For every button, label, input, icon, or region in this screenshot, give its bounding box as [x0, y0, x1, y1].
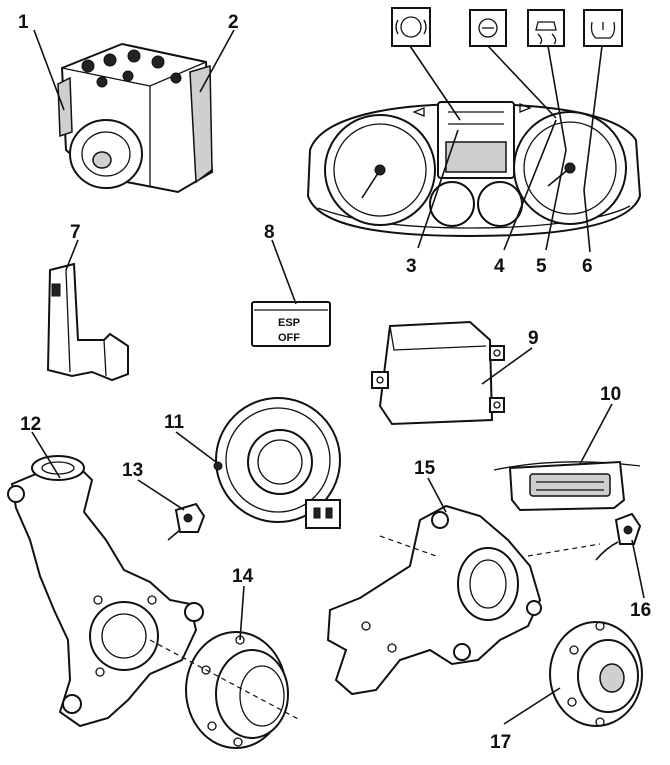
- esp-label: ESP: [278, 317, 300, 329]
- callout-10: 10: [600, 384, 621, 405]
- wheel-hub-rear: [549, 621, 643, 727]
- rear-wheel-carrier: [326, 504, 601, 696]
- callout-6: 6: [582, 256, 593, 277]
- callout-4: 4: [494, 256, 505, 277]
- wheel-speed-sensor-front: [167, 502, 206, 541]
- wheel-speed-sensor-rear: [595, 512, 642, 561]
- callout-7: 7: [70, 222, 81, 243]
- brake-system-icon: [391, 7, 431, 47]
- wheel-hub-front: [149, 631, 301, 749]
- diagnostic-connector: [493, 460, 641, 512]
- sensor-part-7: [46, 262, 129, 382]
- callout-15: 15: [414, 458, 436, 479]
- instrument-cluster: [306, 101, 642, 238]
- abs-hydraulic-unit: [57, 42, 214, 194]
- callout-16: 16: [630, 600, 651, 621]
- callout-13: 13: [122, 460, 143, 481]
- off-label: OFF: [278, 332, 300, 344]
- callout-17: 17: [490, 732, 511, 753]
- callout-11: 11: [164, 412, 185, 433]
- callout-2: 2: [228, 12, 239, 33]
- callout-5: 5: [536, 256, 547, 277]
- warning-lamps: [391, 7, 623, 47]
- callout-1: 1: [18, 12, 29, 33]
- callouts: 1 2 3 4 5 6 7 8 9 10 11 12 13 14 15 16 1…: [18, 12, 651, 753]
- callout-3: 3: [406, 256, 417, 277]
- leader-lines: [31, 29, 645, 725]
- callout-9: 9: [528, 328, 539, 349]
- callout-14: 14: [232, 566, 254, 587]
- control-module: [371, 320, 505, 426]
- clock-spring: [213, 397, 341, 529]
- callout-12: 12: [20, 414, 41, 435]
- esp-skid-icon: [527, 9, 565, 47]
- esp-off-button-part: ESP OFF: [251, 301, 331, 347]
- callout-8: 8: [264, 222, 275, 243]
- steering-knuckle-left: [7, 455, 204, 728]
